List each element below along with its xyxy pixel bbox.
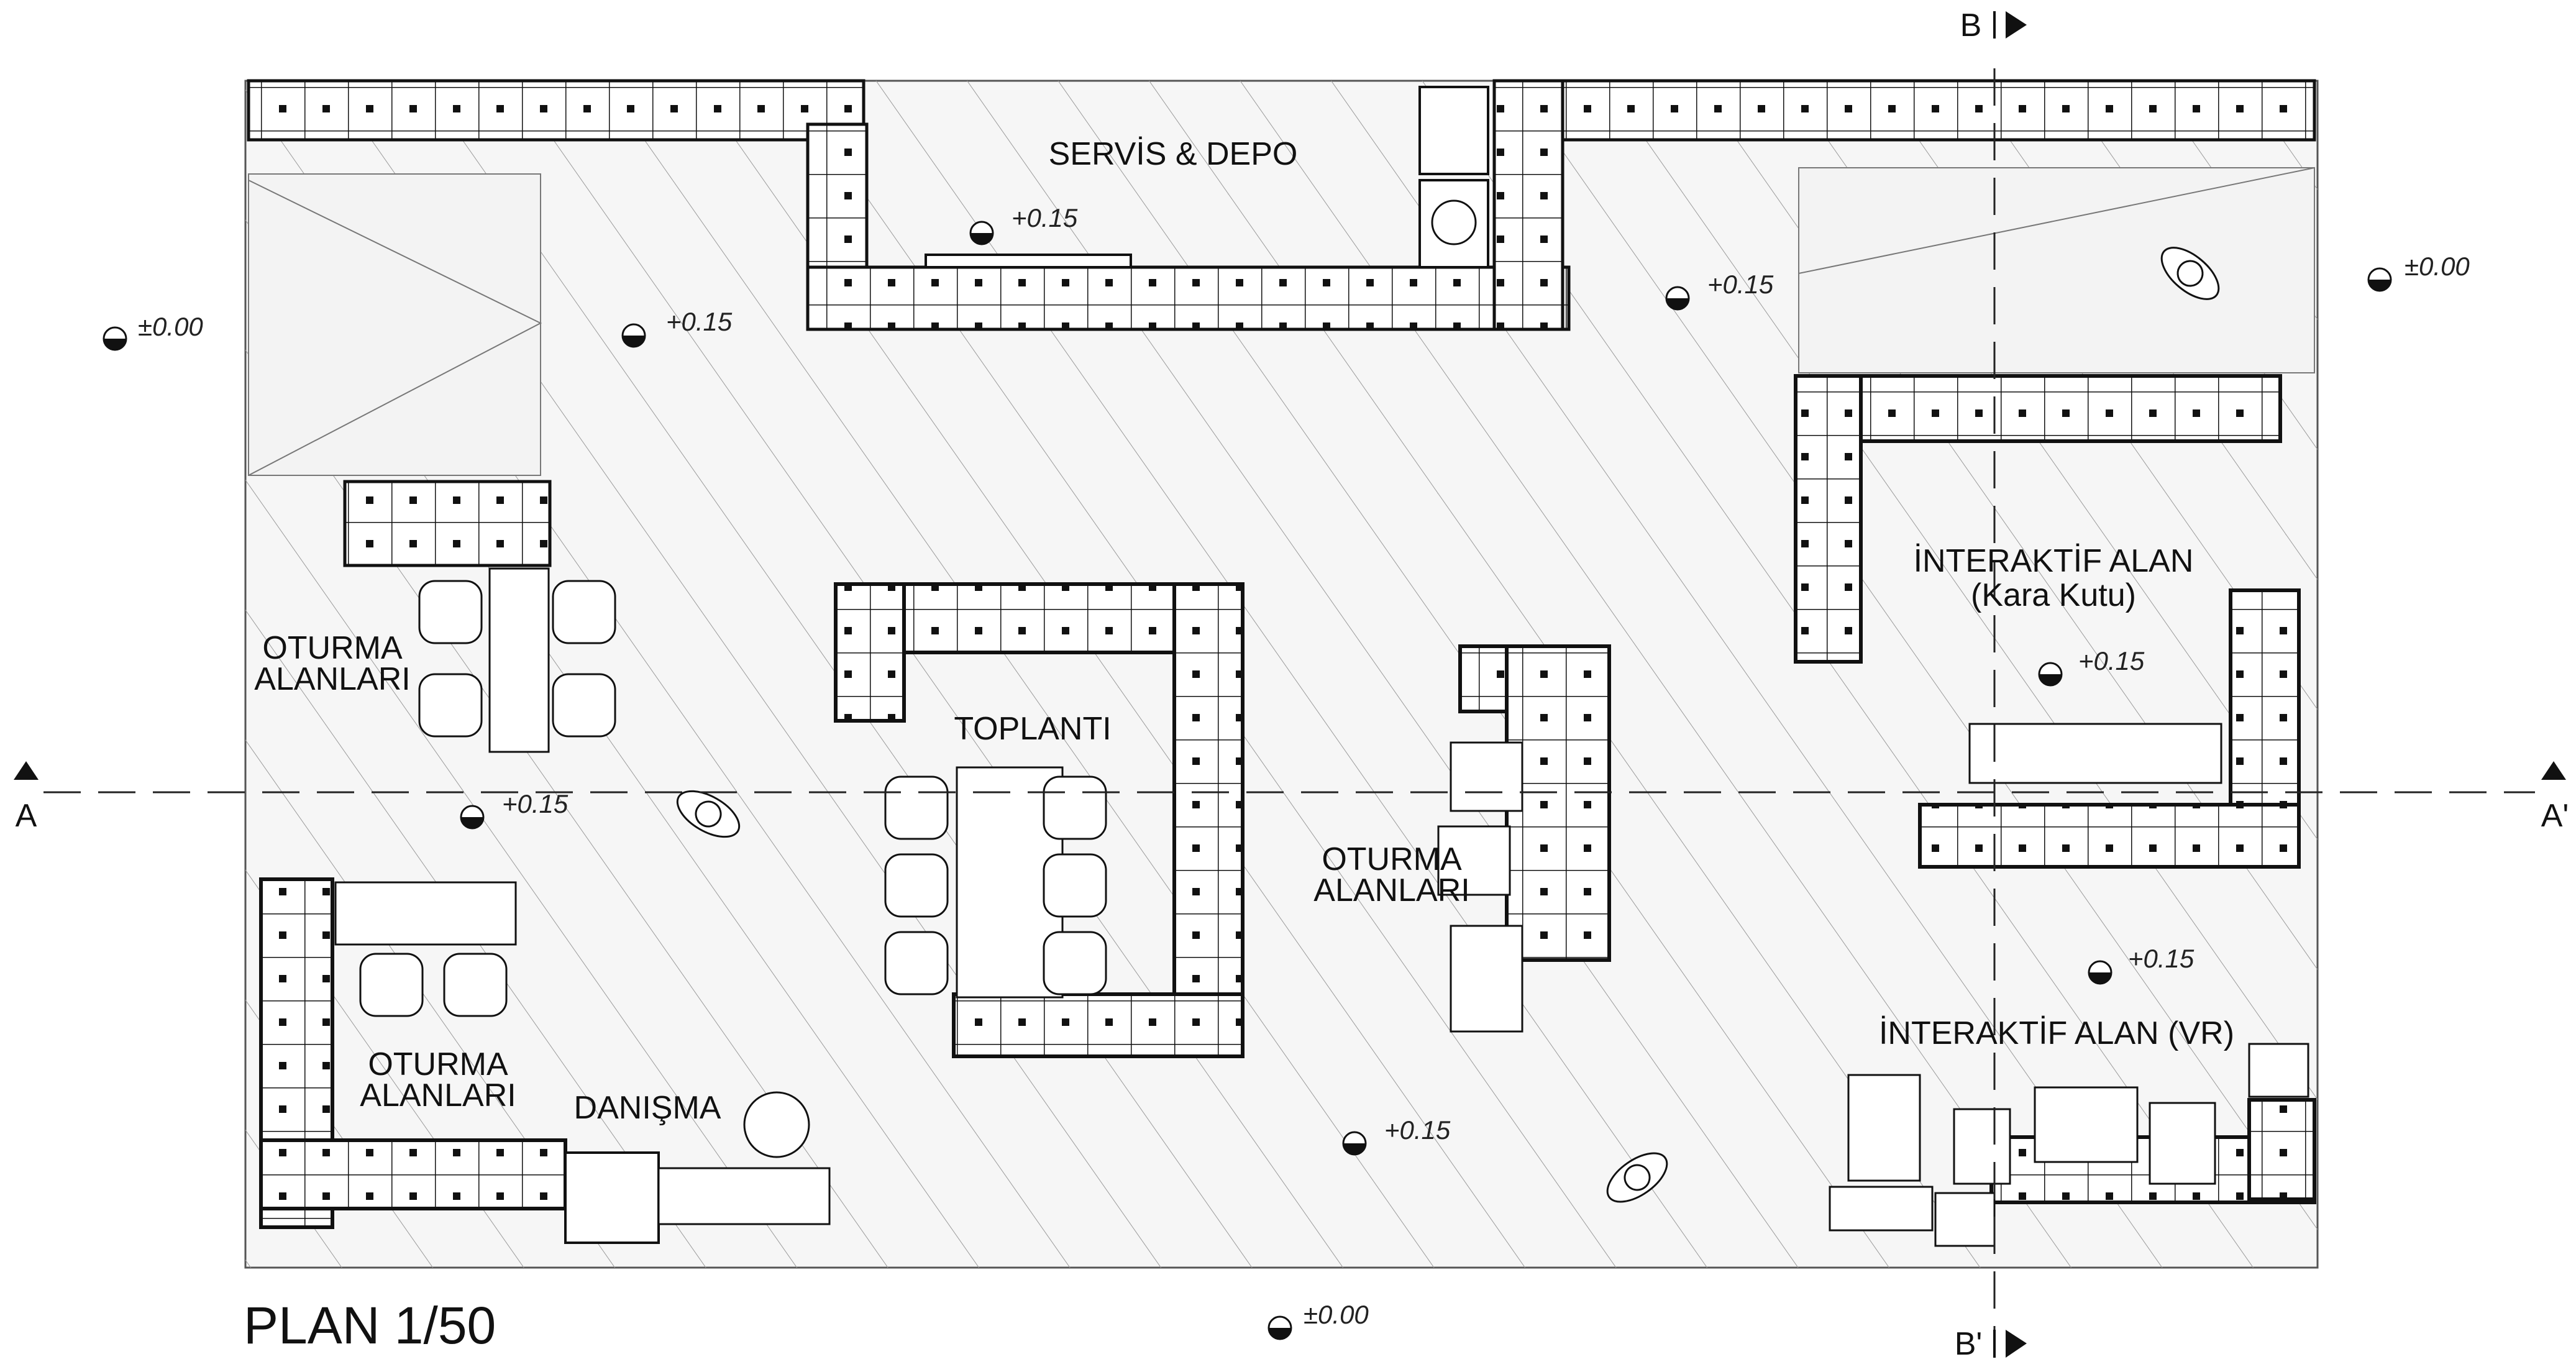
shelf-vr-right <box>2247 1098 2316 1201</box>
elevation-label: +0.15 <box>2078 646 2145 675</box>
chair <box>884 775 949 840</box>
seat-block <box>1437 825 1511 896</box>
elevation-marker <box>2367 267 2392 292</box>
person-figure <box>2160 247 2220 300</box>
chair <box>359 953 424 1017</box>
section-label: B' <box>1955 1326 1983 1362</box>
vr-block <box>2034 1086 2139 1163</box>
sink-basin <box>1431 199 1477 245</box>
table-left <box>488 567 550 753</box>
section-arrow-b-top <box>2006 11 2027 39</box>
elevation-label: +0.15 <box>666 307 733 336</box>
vr-block <box>2149 1102 2216 1185</box>
plan-title: PLAN 1/50 <box>244 1296 496 1355</box>
elevation-label: +0.15 <box>1384 1115 1451 1145</box>
person-figure <box>1606 1152 1668 1203</box>
chair <box>1043 931 1107 995</box>
room-label-interaktif: (Kara Kutu) <box>1971 577 2136 613</box>
section-arrow-b-bottom <box>2006 1330 2027 1358</box>
room-label-oturma: OTURMA <box>368 1046 508 1082</box>
room-label-servis: SERVİS & DEPO <box>1049 136 1298 172</box>
room-label-interaktif-vr: İNTERAKTİF ALAN (VR) <box>1879 1015 2234 1051</box>
danisma-counter <box>657 1167 831 1225</box>
shelf-servis-right <box>1492 79 1564 331</box>
room-label-danisma: DANIŞMA <box>574 1090 721 1126</box>
elevation-label: +0.15 <box>1012 203 1078 232</box>
ramp-lines-right <box>1798 167 2315 367</box>
chair <box>552 580 616 644</box>
room-label-toplanti: TOPLANTI <box>954 711 1111 747</box>
shelf-toplanti-left <box>834 582 906 723</box>
section-label: A <box>16 798 37 834</box>
vr-block <box>1934 1192 1996 1247</box>
room-label-oturma: ALANLARI <box>1313 872 1469 908</box>
elevation-marker <box>460 805 485 830</box>
kara-bench <box>1968 723 2222 784</box>
seat-block <box>1450 741 1523 812</box>
chair <box>884 853 949 918</box>
person-figure <box>676 790 741 838</box>
elevation-marker <box>1267 1315 1292 1340</box>
vr-block <box>1829 1186 1934 1232</box>
elevation-marker <box>2088 960 2112 985</box>
elevation-marker <box>969 221 994 245</box>
shelf-toplanti-bottom <box>952 992 1245 1058</box>
bl-bench <box>334 881 517 946</box>
elevation-label: ±0.00 <box>138 312 203 341</box>
chair <box>1043 853 1107 918</box>
ramp-lines-left <box>248 180 542 476</box>
chair <box>418 673 483 738</box>
section-arrow-a-right <box>2541 761 2566 780</box>
elevation-label: +0.15 <box>502 789 569 818</box>
servis-counter <box>925 254 1132 268</box>
shelf-toplanti-right <box>1172 582 1245 1058</box>
elevation-marker <box>2038 662 2063 687</box>
elevation-label: ±0.00 <box>2405 252 2470 281</box>
shelf-kara-bottom <box>1918 803 2301 869</box>
room-label-oturma: OTURMA <box>262 630 403 666</box>
entry-ramp-left <box>248 173 541 476</box>
chair <box>1043 775 1107 840</box>
shelf-top-left <box>247 79 866 142</box>
danisma-stool <box>743 1091 810 1158</box>
elevation-marker <box>621 323 646 348</box>
shelf-top-right <box>1539 79 2316 142</box>
shelf-kara-top <box>1794 374 2282 443</box>
shelf-bl-bottom <box>259 1138 567 1210</box>
shelf-seating-left <box>343 480 552 567</box>
room-label-oturma: OTURMA <box>1322 841 1462 877</box>
section-label: B <box>1960 7 1982 43</box>
fridge <box>1418 86 1489 175</box>
elevation-marker <box>1342 1131 1367 1156</box>
shelf-kara-left <box>1794 374 1863 664</box>
elevation-marker <box>1665 286 1690 311</box>
entry-ramp-right <box>1798 167 2315 373</box>
chair <box>443 953 508 1017</box>
elevation-label: +0.15 <box>1707 270 1774 299</box>
section-label: A' <box>2541 798 2569 834</box>
elevation-label: ±0.00 <box>1304 1300 1369 1329</box>
chair <box>884 931 949 995</box>
vr-block <box>2248 1043 2309 1098</box>
room-label-interaktif: İNTERAKTİF ALAN <box>1914 543 2194 579</box>
chair <box>418 580 483 644</box>
seat-block <box>1450 925 1523 1033</box>
vr-block <box>1847 1074 1921 1182</box>
room-label-oturma: ALANLARI <box>254 661 410 697</box>
chair <box>552 673 616 738</box>
room-label-oturma: ALANLARI <box>360 1077 516 1114</box>
vr-block <box>1953 1108 2011 1185</box>
danisma-desk <box>564 1151 660 1244</box>
elevation-label: +0.15 <box>2128 944 2195 973</box>
shelf-mid-vertical <box>1505 644 1611 962</box>
elevation-marker <box>103 326 127 351</box>
section-arrow-a-left <box>14 761 39 780</box>
shelf-servis-bottom <box>806 265 1571 331</box>
